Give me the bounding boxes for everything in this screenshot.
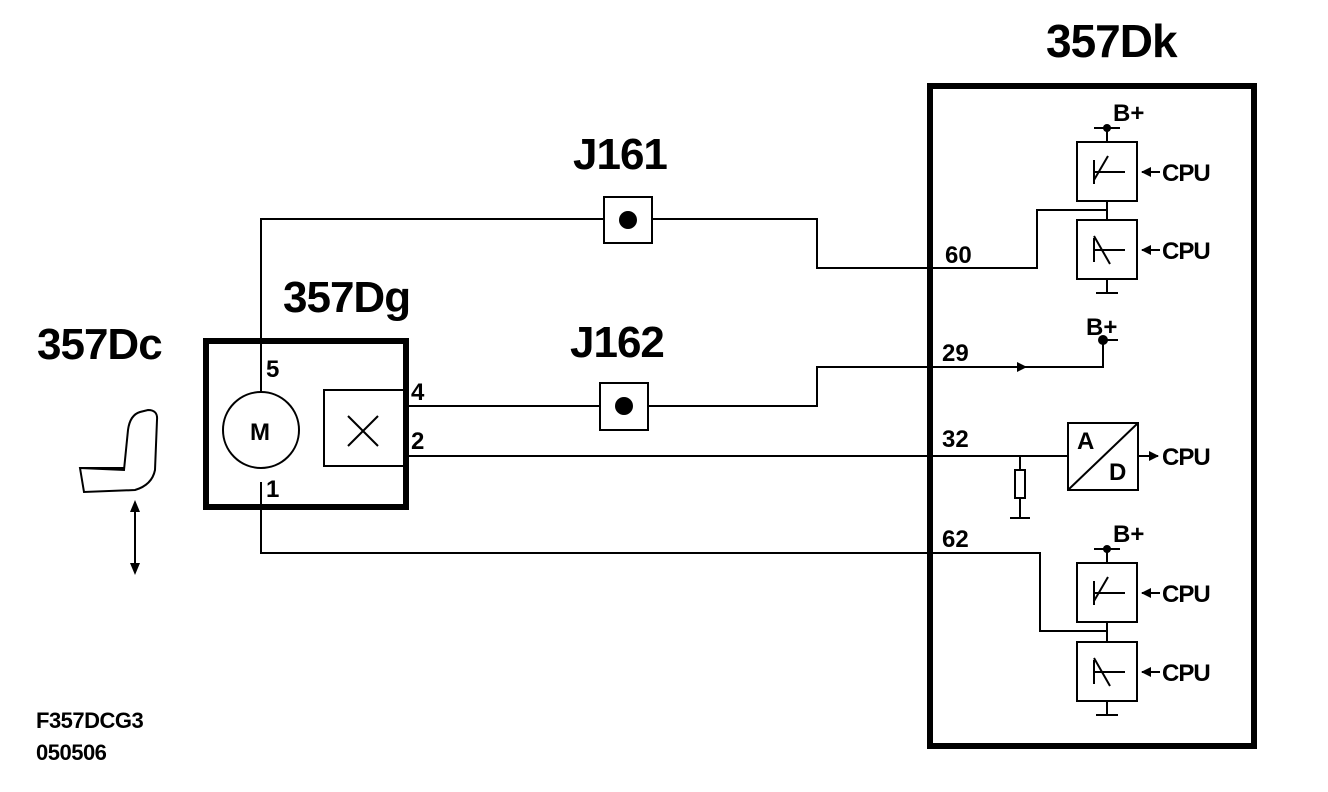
driver-upper-60 [1076,124,1160,294]
adc-label-a: A [1077,428,1094,455]
reference-date: 050506 [36,740,107,765]
seat-title: 357Dc [37,320,162,369]
cpu-label-62-high: CPU [1162,581,1210,608]
pin-label-2: 2 [411,428,424,455]
wire-ecu-60 [653,209,1107,269]
cpu-label-60-low: CPU [1162,238,1210,265]
pin-label-60: 60 [945,242,972,269]
cpu-label-60-high: CPU [1162,160,1210,187]
wire-ecu-62 [260,482,1107,632]
junction-j161-dot [619,211,637,229]
position-sensor [323,389,405,467]
bplus-60-label: B+ [1113,100,1144,127]
pin-label-62: 62 [942,526,969,553]
ecu-title: 357Dk [1046,15,1178,67]
motor-unit-title: 357Dg [283,273,410,322]
wire-motor-5 [260,218,603,392]
pin-label-4: 4 [411,379,425,406]
reference-code: F357DCG3 [36,708,144,733]
motor-label: M [250,419,270,446]
pullup-29 [1026,340,1104,368]
junction-j161-label: J161 [573,130,667,179]
bplus-62-label: B+ [1113,521,1144,548]
pin-label-5: 5 [266,356,279,383]
motor-unit-box [203,338,409,510]
seat-icon [78,408,159,494]
resistor-32 [1014,469,1026,499]
adc-label-d: D [1109,459,1126,486]
junction-j162 [599,382,649,431]
pin-label-1: 1 [266,476,279,503]
pin-label-32: 32 [942,426,969,453]
pin-label-29: 29 [942,340,969,367]
junction-j162-dot [615,397,633,415]
cpu-label-adc: CPU [1162,444,1210,471]
junction-j161 [603,196,653,244]
ecu-box [927,83,1257,749]
seat-adjust-arrow-icon [130,500,140,575]
cpu-label-62-low: CPU [1162,660,1210,687]
driver-lower-62 [1076,545,1160,716]
wire-ecu-29 [649,362,1027,407]
junction-j162-label: J162 [570,318,664,367]
bplus-29-label: B+ [1086,314,1117,341]
